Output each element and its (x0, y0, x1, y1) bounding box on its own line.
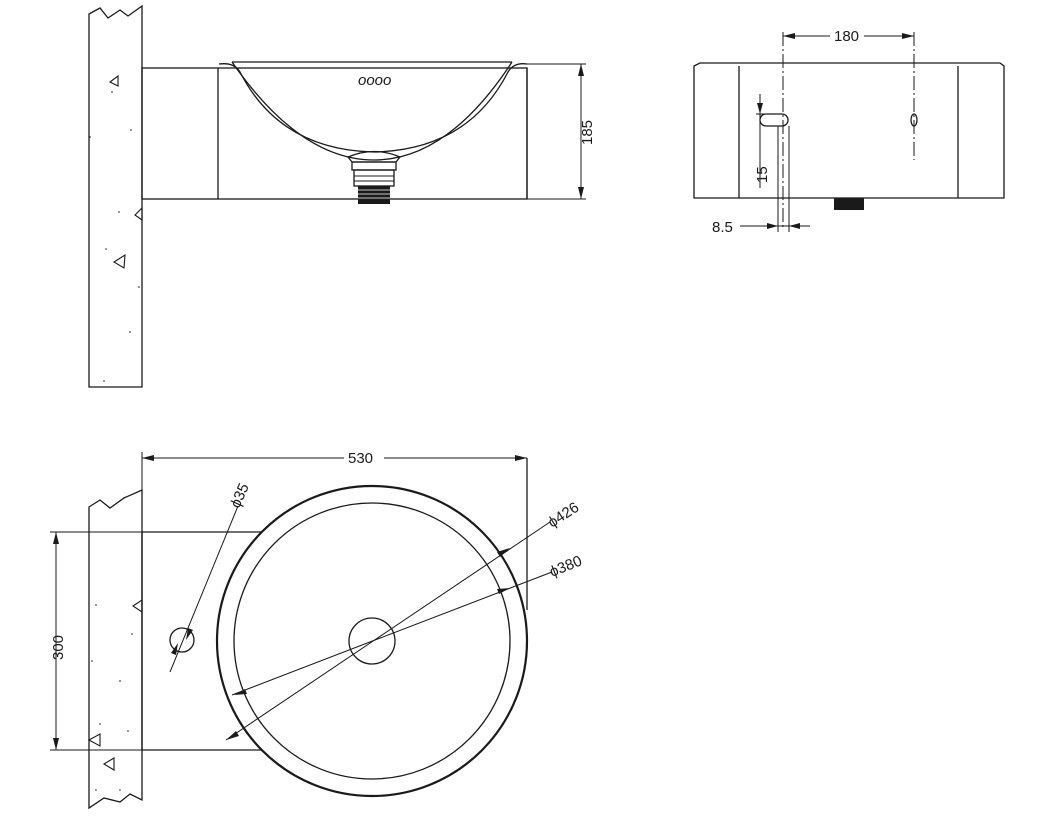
dimension-outer-diameter-label: ϕ426 (545, 499, 582, 531)
tap-hole-left (759, 113, 789, 127)
dimension-depth-label: 300 (50, 635, 67, 660)
front-elevation-view: 180 15 8.5 (693, 28, 1005, 236)
wall-section-top (88, 4, 143, 388)
dimension-hole-diameter-label: 8.5 (712, 219, 733, 236)
basin-inner-rim (233, 502, 511, 780)
dimension-height-label: 185 (579, 120, 596, 145)
plan-view: 530 300 ϕ35 ϕ426 ϕ (50, 449, 585, 810)
basin-outer-rim (215, 484, 529, 798)
dimension-outer-diameter: ϕ426 (225, 499, 582, 741)
basin-side-body: oooo (141, 61, 528, 200)
dimension-depth: 300 (50, 531, 142, 751)
side-elevation-view: oooo 185 (88, 4, 596, 388)
dimension-inner-diameter-label: ϕ380 (547, 552, 584, 580)
dimension-inner-diameter: ϕ380 (231, 552, 585, 696)
dimension-hole-spacing: 180 (783, 28, 914, 45)
dimension-hole-spacing-label: 180 (834, 28, 859, 45)
overflow-marks: oooo (358, 72, 391, 89)
drain-assembly (346, 150, 402, 204)
wall-section-bottom (87, 488, 143, 810)
dimension-offset-label: 15 (754, 166, 771, 183)
dimension-overflow-diameter: ϕ35 (169, 481, 253, 673)
dimension-offset: 15 (754, 94, 771, 188)
dimension-hole-diameter: 8.5 (712, 126, 810, 236)
drain-hole (348, 617, 396, 665)
tap-hole (169, 627, 195, 653)
dimension-width: 530 (141, 449, 527, 532)
dimension-height: 185 (527, 63, 596, 200)
dimension-width-label: 530 (348, 450, 373, 467)
dimension-overflow-diameter-label: ϕ35 (227, 481, 253, 511)
drain-stub (834, 198, 864, 210)
